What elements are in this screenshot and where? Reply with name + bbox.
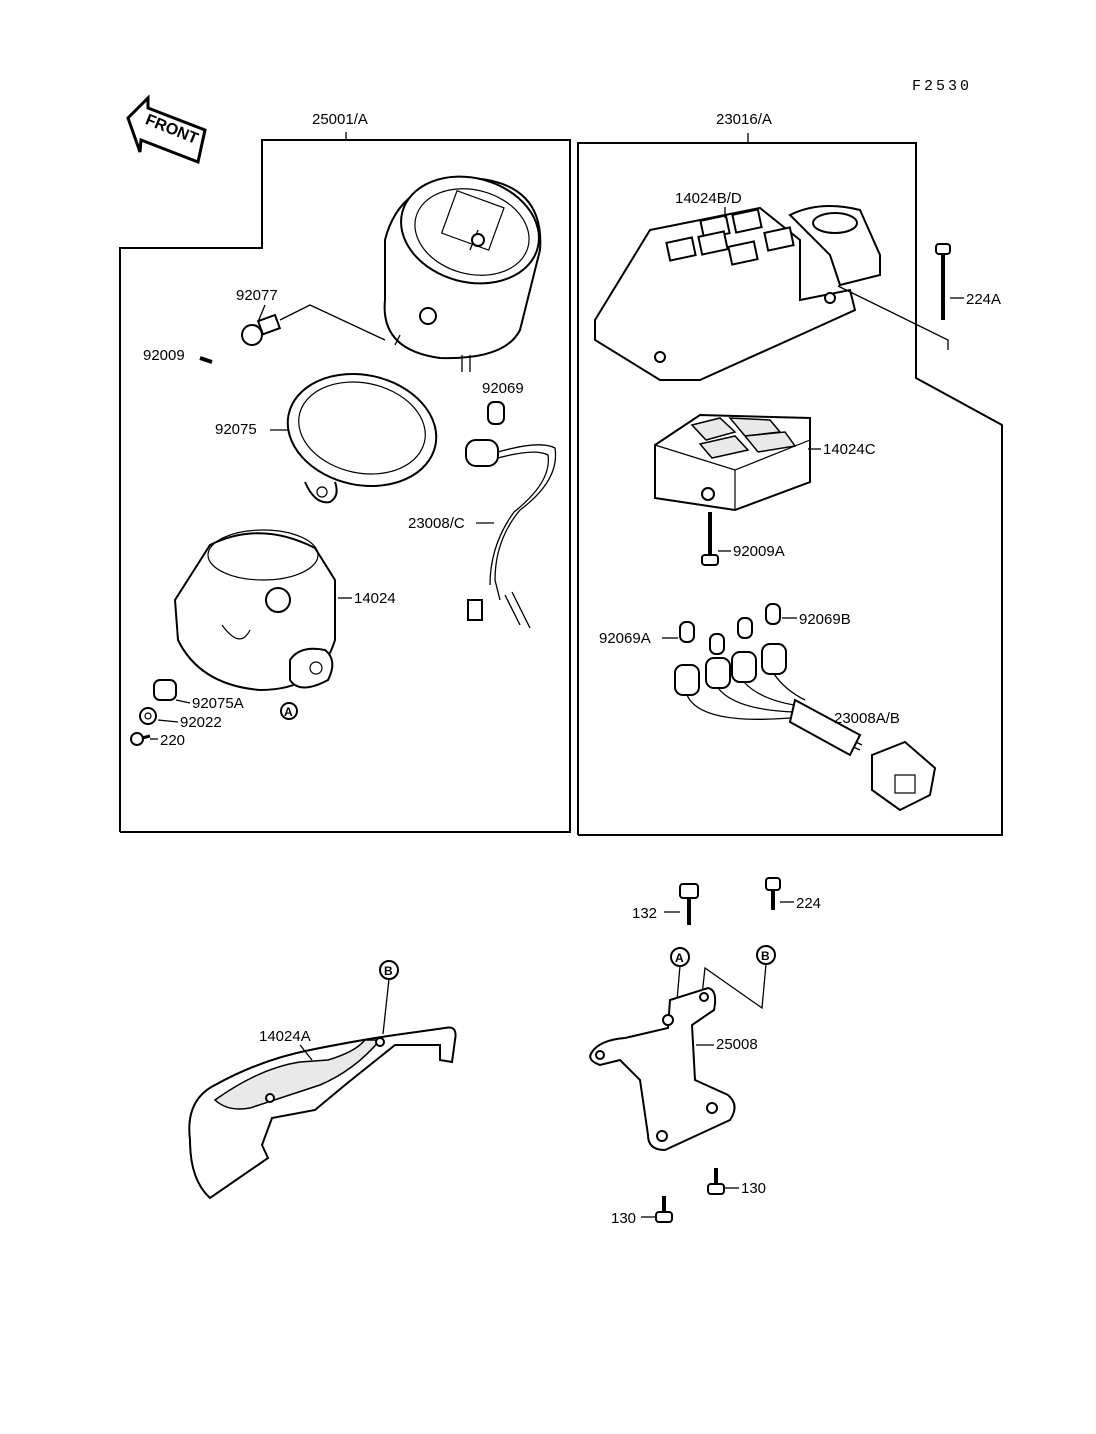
label-23008AB: 23008A/B: [834, 710, 900, 727]
screw-icon: [199, 356, 213, 364]
indicator-harness-icon: [674, 643, 937, 812]
label-23008C: 23008/C: [408, 515, 465, 532]
label-14024C: 14024C: [823, 441, 876, 458]
washer-icon: [139, 707, 157, 725]
meter-ring-icon: [286, 372, 438, 504]
socket-block-icon: [654, 413, 811, 512]
label-130-upper: 130: [741, 1180, 766, 1197]
svg-text:B: B: [761, 949, 770, 963]
label-25008: 25008: [716, 1036, 758, 1053]
label-224A: 224A: [966, 291, 1001, 308]
front-arrow-icon: FRONT: [126, 94, 207, 165]
label-14024BD: 14024B/D: [675, 190, 742, 207]
bulb-icon: [679, 603, 781, 655]
lower-cover-icon: [188, 1026, 457, 1200]
reference-mark-a: A: [280, 702, 298, 720]
label-92069A: 92069A: [599, 630, 651, 647]
screw-icon: [701, 512, 719, 566]
bolt-icon: [679, 883, 699, 925]
bolt-icon: [655, 1196, 673, 1223]
label-92022: 92022: [180, 714, 222, 731]
label-92075: 92075: [215, 421, 257, 438]
svg-text:A: A: [284, 705, 293, 719]
indicator-cover-icon: [594, 205, 881, 381]
svg-text:A: A: [675, 951, 684, 965]
figure-code: F2530: [912, 78, 972, 95]
drive-gear-icon: [241, 304, 386, 346]
mounting-bracket-icon: [589, 986, 736, 1152]
label-23016A: 23016/A: [716, 111, 772, 128]
label-130-lower: 130: [611, 1210, 636, 1227]
bulb-icon: [487, 401, 505, 425]
screw-icon: [130, 732, 151, 746]
label-92009A: 92009A: [733, 543, 785, 560]
meter-assembly-box: 25001/A: [119, 111, 571, 833]
bolt-icon: [935, 243, 951, 320]
grommet-icon: [153, 679, 177, 701]
label-92009: 92009: [143, 347, 185, 364]
reference-mark-b: B: [379, 960, 399, 980]
bolt-icon: [707, 1168, 725, 1195]
label-220: 220: [160, 732, 185, 749]
label-25001A: 25001/A: [312, 111, 368, 128]
svg-text:B: B: [384, 964, 393, 978]
wire-harness-icon: [465, 439, 557, 629]
label-132: 132: [632, 905, 657, 922]
label-14024A: 14024A: [259, 1028, 311, 1045]
label-92069B: 92069B: [799, 611, 851, 628]
meter-case-icon: [173, 529, 336, 692]
reference-mark-a: A: [670, 947, 690, 967]
label-224: 224: [796, 895, 821, 912]
speedometer-icon: [383, 175, 542, 372]
reference-mark-b: B: [756, 945, 776, 965]
bolt-icon: [765, 877, 781, 910]
label-92077: 92077: [236, 287, 278, 304]
label-92075A: 92075A: [192, 695, 244, 712]
label-92069: 92069: [482, 380, 524, 397]
indicator-assembly-box: 23016/A: [577, 111, 1003, 836]
label-14024: 14024: [354, 590, 396, 607]
